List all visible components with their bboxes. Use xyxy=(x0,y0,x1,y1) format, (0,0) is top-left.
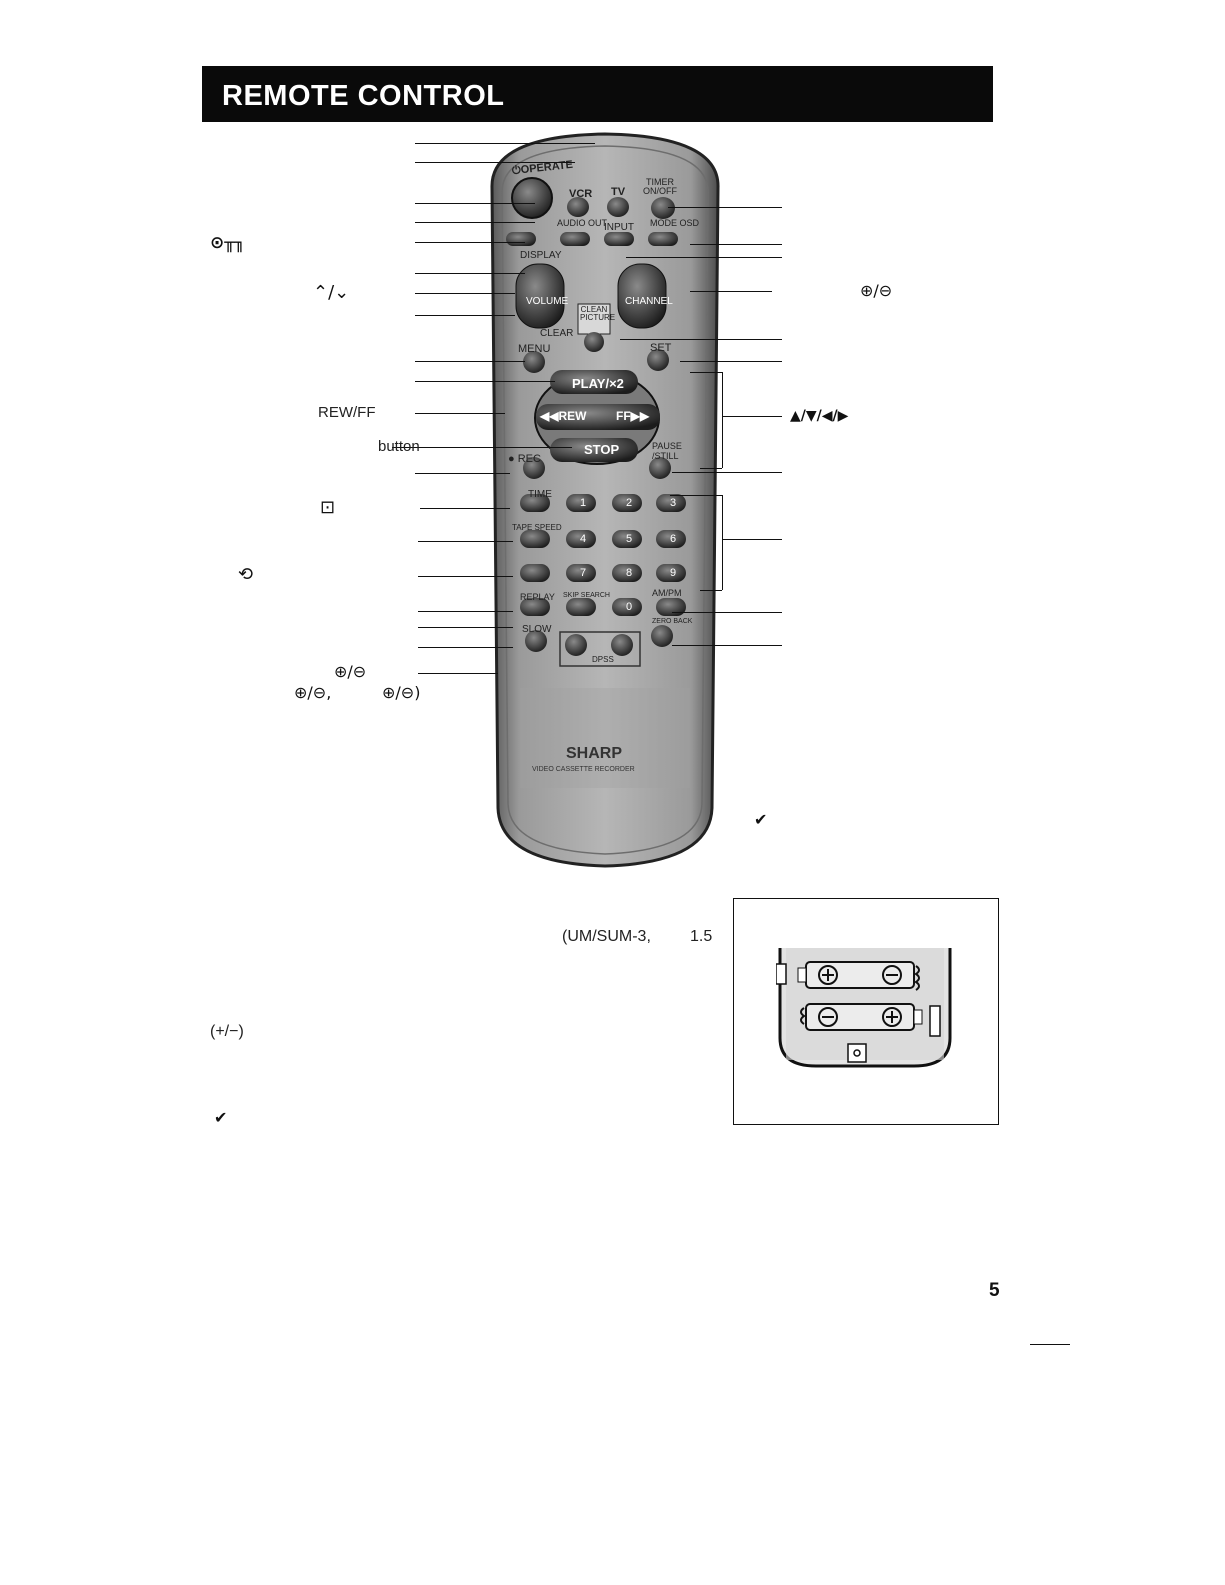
battery-compartment-illustration xyxy=(776,948,952,1068)
bracket-line xyxy=(722,495,723,590)
digit-key-2: 2 xyxy=(626,497,633,509)
digit-key-4: 4 xyxy=(580,533,587,545)
leader-line xyxy=(668,207,782,208)
button-word-label: button xyxy=(378,438,420,455)
plus-minus-symbol: ⊕/⊖ xyxy=(334,662,367,681)
bracket-line xyxy=(690,372,722,373)
ff-label: FF▶▶ xyxy=(616,409,650,423)
tape-speed-label: TAPE SPEED xyxy=(512,523,562,532)
bracket-line xyxy=(670,495,722,496)
time-label: TIME xyxy=(528,489,552,500)
battery-illustration-frame xyxy=(733,898,999,1125)
leader-line xyxy=(418,611,513,612)
battery-type-text: (UM/SUM-3, xyxy=(562,928,651,945)
leader-line xyxy=(415,222,535,223)
key-lock-icon: ⊙╥╖ xyxy=(210,233,245,253)
plus-minus-symbol: ⊕/⊖) xyxy=(382,683,421,702)
leader-line xyxy=(672,472,782,473)
timer-icon: ⊡ xyxy=(320,497,336,518)
digit-key-0: 0 xyxy=(626,601,633,613)
leader-line xyxy=(415,413,505,414)
digit-key-5: 5 xyxy=(626,533,633,545)
check-mark-icon: ✔ xyxy=(214,1108,228,1127)
timer-button-label: TIMER ON/OFF xyxy=(643,177,677,196)
polarity-text: (+/−) xyxy=(210,1023,244,1040)
dpss-label: DPSS xyxy=(592,655,614,664)
digit-key-3: 3 xyxy=(670,497,677,509)
bracket-line xyxy=(700,590,722,591)
leader-line xyxy=(415,473,510,474)
leader-line xyxy=(415,361,525,362)
brand-logo: SHARP xyxy=(566,745,623,762)
digit-key-8: 8 xyxy=(626,567,633,579)
leader-line xyxy=(415,381,555,382)
set-label: SET xyxy=(650,342,672,354)
digit-key-7: 7 xyxy=(580,567,587,579)
slow-label: SLOW xyxy=(522,624,552,635)
check-mark-icon: ✔ xyxy=(754,810,768,829)
decorative-dash xyxy=(1030,1344,1070,1345)
leader-line xyxy=(418,541,513,542)
rew-label: ◀◀REW xyxy=(540,409,587,423)
rec-label: ● REC xyxy=(508,453,541,465)
leader-line xyxy=(418,627,513,628)
header-banner xyxy=(202,66,993,122)
leader-line xyxy=(415,293,515,294)
leader-line xyxy=(418,673,498,674)
volume-updown-icon: ⌃/⌄ xyxy=(313,282,350,303)
model-text: VIDEO CASSETTE RECORDER xyxy=(532,766,635,773)
leader-line xyxy=(672,612,782,613)
bracket-line xyxy=(722,372,723,468)
leader-line xyxy=(626,257,782,258)
vcr-button-label: VCR xyxy=(569,188,593,200)
leader-line xyxy=(415,315,515,316)
channel-plus-minus-symbol: ⊕/⊖ xyxy=(860,281,893,300)
stop-label: STOP xyxy=(584,442,620,457)
plus-minus-symbol: ⊕/⊖, xyxy=(294,683,332,702)
bracket-line xyxy=(700,468,722,469)
rew-ff-label: REW/FF xyxy=(318,404,376,421)
digit-key-9: 9 xyxy=(670,567,677,579)
leader-line xyxy=(415,273,525,274)
play-label: PLAY/×2 xyxy=(572,376,624,391)
leader-line xyxy=(415,143,595,144)
leader-line xyxy=(672,645,782,646)
ampm-label: AM/PM xyxy=(652,588,682,598)
leader-line xyxy=(620,339,782,340)
leader-line xyxy=(680,361,782,362)
leader-line xyxy=(415,162,575,163)
digit-key-1: 1 xyxy=(580,497,587,509)
voltage-text: 1.5 xyxy=(690,928,713,945)
pause-label: PAUSE /STILL xyxy=(652,441,682,461)
page-title: REMOTE CONTROL xyxy=(222,80,505,112)
leader-line xyxy=(415,203,535,204)
leader-line xyxy=(420,508,510,509)
page-number: 5 xyxy=(989,1280,1000,1301)
leader-line xyxy=(418,576,513,577)
arrow-keys-icon: ▲/▼/◀/▶ xyxy=(790,408,849,424)
leader-line xyxy=(722,539,782,540)
input-button-label: INPUT xyxy=(604,222,634,233)
audio-out-label: AUDIO OUT xyxy=(557,218,608,228)
leader-line xyxy=(392,447,572,448)
clear-label: CLEAR xyxy=(540,328,574,339)
tv-button-label: TV xyxy=(611,186,626,198)
clean-picture-label: CLEAN PICTURE xyxy=(580,305,616,322)
channel-label: CHANNEL xyxy=(625,296,673,307)
leader-line xyxy=(690,291,772,292)
leader-line xyxy=(690,244,782,245)
leader-line xyxy=(722,416,782,417)
replay-label: REPLAY xyxy=(520,592,555,602)
digit-key-6: 6 xyxy=(670,533,677,545)
menu-label: MENU xyxy=(518,343,551,355)
leader-line xyxy=(415,242,525,243)
volume-label: VOLUME xyxy=(526,296,569,307)
zero-back-label: ZERO BACK xyxy=(652,618,693,625)
skip-search-label: SKIP SEARCH xyxy=(563,592,610,599)
display-label: DISPLAY xyxy=(520,250,562,261)
repeat-icon: ⟲ xyxy=(238,564,254,585)
leader-line xyxy=(418,647,513,648)
remote-control-illustration xyxy=(490,132,720,868)
mode-osd-label: MODE OSD xyxy=(650,218,700,228)
